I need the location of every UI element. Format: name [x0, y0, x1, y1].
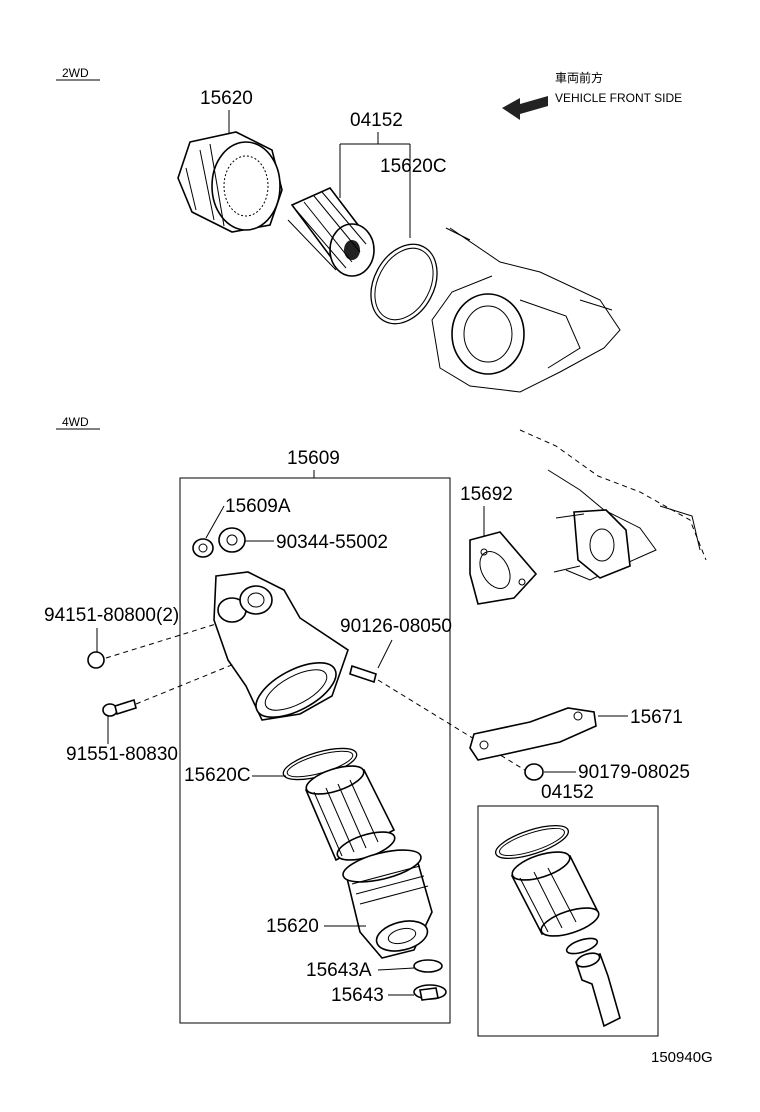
label-15643: 15643: [331, 985, 384, 1006]
drain-plug-parts: [192, 527, 246, 558]
label-15643A: 15643A: [306, 960, 372, 981]
label-90126: 90126-08050: [340, 616, 452, 637]
section-4wd-label: 4WD: [62, 415, 89, 429]
engine-housing-2wd: [431, 227, 621, 393]
element-kit-parts: [495, 824, 621, 1028]
label-15609: 15609: [287, 448, 340, 469]
stud-90126: [349, 664, 377, 684]
label-15620-top: 15620: [200, 88, 253, 109]
label-90179: 90179-08025: [578, 762, 690, 783]
orientation-en-label: VEHICLE FRONT SIDE: [555, 91, 682, 105]
nut-90179: [524, 763, 544, 781]
oil-filter-element-4wd: [304, 765, 396, 862]
diagram-id: 150940G: [651, 1049, 713, 1066]
front-arrow-icon: [502, 96, 548, 120]
label-15620-bottom: 15620: [266, 916, 319, 937]
label-15620C-top: 15620C: [380, 156, 447, 177]
label-94151: 94151-80800(2): [44, 605, 179, 626]
label-15620C-bottom: 15620C: [184, 765, 251, 786]
oil-filter-element-2wd: [287, 187, 375, 277]
drain-plug-15643: [413, 984, 447, 1001]
label-90344: 90344-55002: [276, 532, 388, 553]
label-04152-bottom: 04152: [541, 782, 594, 803]
label-15671: 15671: [630, 707, 683, 728]
label-91551: 91551-80830: [66, 744, 178, 765]
o-ring-15643A: [413, 959, 443, 973]
label-15609A: 15609A: [225, 496, 291, 517]
oil-filter-cap-2wd: [177, 131, 283, 233]
o-ring-2wd: [370, 243, 438, 325]
label-15692: 15692: [460, 484, 513, 505]
orientation-jp-label: 車両前方: [555, 70, 603, 85]
gasket-15692: [469, 531, 538, 605]
engine-housing-4wd: [519, 429, 707, 581]
filter-bracket: [213, 571, 349, 721]
section-2wd-label: 2WD: [62, 66, 89, 80]
label-04152-top: 04152: [350, 110, 403, 131]
bolt-91551: [102, 698, 137, 717]
group-box-04152: [477, 805, 659, 1037]
bracket-15671: [469, 707, 597, 761]
group-box-15609: [179, 477, 451, 1024]
oil-filter-cap-4wd: [342, 849, 433, 959]
nut-94151: [87, 651, 105, 669]
